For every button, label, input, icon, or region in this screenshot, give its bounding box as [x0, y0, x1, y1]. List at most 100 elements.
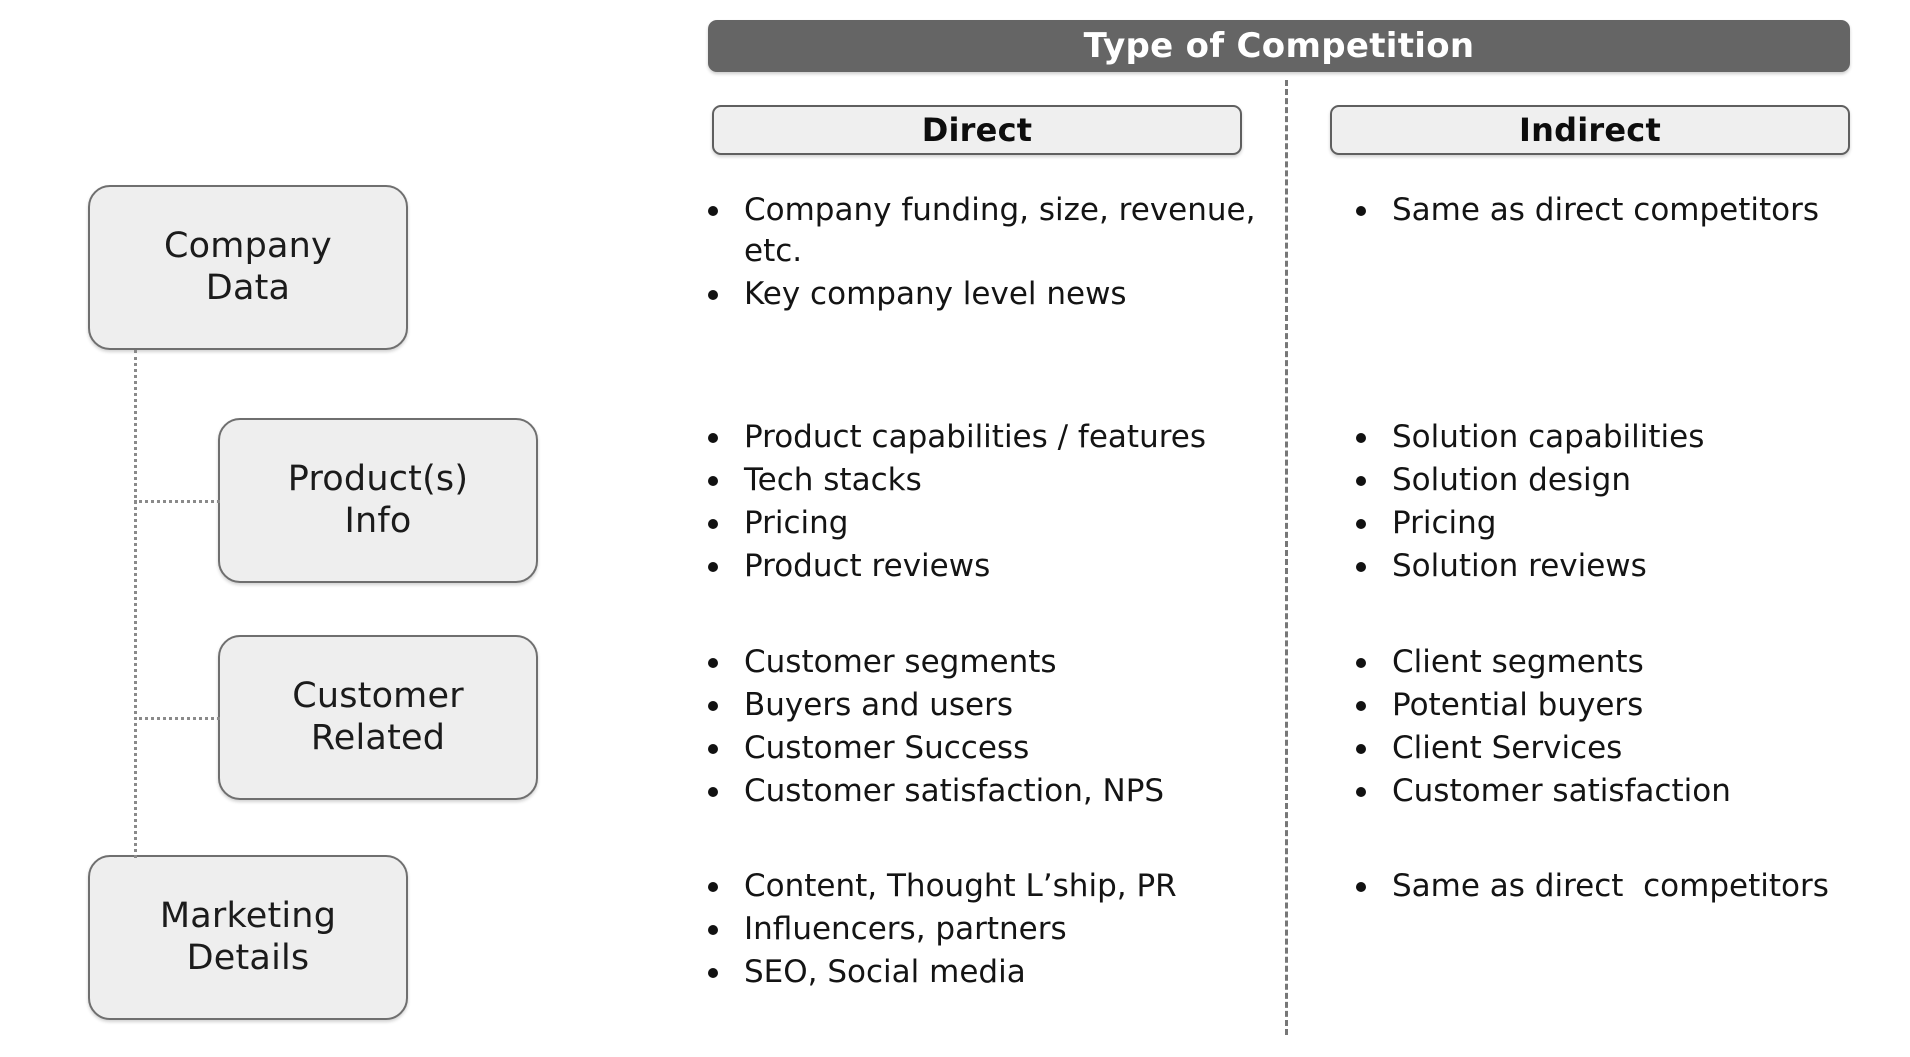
bullet-item: Same as direct competitors — [1348, 866, 1868, 907]
bullet-dot-icon — [1356, 206, 1366, 217]
column-header-direct-label: Direct — [921, 111, 1033, 149]
bullets-indirect-company-data: Same as direct competitors — [1348, 190, 1868, 233]
bullet-list: Content, Thought L’ship, PR Influencers, … — [700, 866, 1260, 993]
bullet-text: Solution reviews — [1392, 547, 1647, 584]
bullet-dot-icon — [708, 701, 718, 712]
panel-title-bar: Type of Competition — [708, 20, 1850, 72]
bullet-dot-icon — [708, 743, 718, 754]
bullet-item: Pricing — [1348, 503, 1868, 544]
bullet-text: Influencers, partners — [744, 910, 1067, 947]
column-header-indirect[interactable]: Indirect — [1330, 105, 1850, 155]
column-header-indirect-label: Indirect — [1519, 111, 1661, 149]
bullets-direct-marketing-details: Content, Thought L’ship, PR Influencers, … — [700, 866, 1260, 995]
connector-to-product-info — [134, 500, 220, 503]
bullet-item: Solution capabilities — [1348, 417, 1868, 458]
bullet-text: Content, Thought L’ship, PR — [744, 868, 1177, 904]
bullet-dot-icon — [708, 289, 718, 300]
category-box-customer-related[interactable]: Customer Related — [218, 635, 538, 800]
bullet-item: Influencers, partners — [700, 909, 1260, 950]
bullet-text: Company funding, size, revenue, etc. — [744, 192, 1266, 269]
bullet-dot-icon — [1356, 518, 1366, 529]
bullet-text: Customer satisfaction — [1392, 772, 1731, 809]
bullet-text: Customer satisfaction, NPS — [744, 772, 1165, 809]
bullet-text: Potential buyers — [1392, 686, 1644, 723]
bullet-item: Same as direct competitors — [1348, 190, 1868, 231]
bullet-text: Client Services — [1392, 729, 1623, 766]
bullet-item: Key company level news — [700, 274, 1260, 315]
bullet-dot-icon — [1356, 786, 1366, 797]
category-box-marketing-details[interactable]: Marketing Details — [88, 855, 408, 1020]
bullet-text: Solution capabilities — [1392, 419, 1705, 455]
bullet-dot-icon — [708, 882, 718, 893]
bullet-text: Customer Success — [744, 729, 1030, 766]
bullet-item: Potential buyers — [1348, 685, 1868, 726]
column-header-direct[interactable]: Direct — [712, 105, 1242, 155]
bullet-dot-icon — [1356, 882, 1366, 893]
category-label-company-data: Company Data — [164, 226, 332, 308]
category-label-customer-related: Customer Related — [292, 676, 464, 758]
bullet-item: Customer segments — [700, 642, 1260, 683]
bullet-dot-icon — [708, 925, 718, 936]
bullet-item: Solution design — [1348, 460, 1868, 501]
panel-title-text: Type of Competition — [1083, 26, 1475, 66]
bullet-text: Same as direct competitors — [1392, 192, 1820, 228]
connector-to-customer-related — [134, 717, 220, 720]
bullet-dot-icon — [708, 206, 718, 217]
bullet-text: Tech stacks — [744, 461, 922, 498]
bullet-item: Pricing — [700, 503, 1260, 544]
bullet-text: Solution design — [1392, 461, 1631, 498]
bullet-text: Same as direct competitors — [1392, 868, 1829, 904]
bullet-item: Client segments — [1348, 642, 1868, 683]
category-label-product-info: Product(s) Info — [287, 459, 469, 541]
bullet-text: Client segments — [1392, 644, 1644, 680]
bullet-item: Tech stacks — [700, 460, 1260, 501]
bullets-direct-company-data: Company funding, size, revenue, etc.Key … — [700, 190, 1260, 317]
bullet-list: Same as direct competitors — [1348, 866, 1868, 907]
bullet-dot-icon — [1356, 743, 1366, 754]
bullet-text: Pricing — [1392, 504, 1497, 541]
bullet-item: Customer Success — [700, 728, 1260, 769]
bullets-indirect-marketing-details: Same as direct competitors — [1348, 866, 1868, 909]
bullet-item: SEO, Social media — [700, 952, 1260, 993]
bullet-dot-icon — [1356, 433, 1366, 444]
bullet-text: Buyers and users — [744, 686, 1014, 723]
bullet-item: Company funding, size, revenue, etc. — [700, 190, 1260, 272]
category-box-product-info[interactable]: Product(s) Info — [218, 418, 538, 583]
bullet-dot-icon — [708, 433, 718, 444]
bullet-list: Same as direct competitors — [1348, 190, 1868, 231]
bullet-list: Company funding, size, revenue, etc.Key … — [700, 190, 1260, 315]
bullet-item: Product reviews — [700, 546, 1260, 587]
bullet-dot-icon — [708, 658, 718, 669]
bullet-item: Solution reviews — [1348, 546, 1868, 587]
bullet-dot-icon — [708, 786, 718, 797]
bullet-dot-icon — [1356, 658, 1366, 669]
connector-trunk-vertical — [134, 350, 137, 858]
bullet-text: SEO, Social media — [744, 953, 1026, 990]
bullet-text: Product capabilities / features — [744, 419, 1207, 455]
category-label-marketing-details: Marketing Details — [159, 896, 337, 978]
bullet-item: Customer satisfaction, NPS — [700, 771, 1260, 812]
bullet-dot-icon — [708, 561, 718, 572]
bullet-item: Buyers and users — [700, 685, 1260, 726]
bullet-dot-icon — [1356, 701, 1366, 712]
bullet-dot-icon — [1356, 476, 1366, 487]
bullet-item: Customer satisfaction — [1348, 771, 1868, 812]
bullet-text: Pricing — [744, 504, 849, 541]
bullet-text: Customer segments — [744, 644, 1057, 680]
bullet-dot-icon — [708, 967, 718, 978]
bullet-dot-icon — [708, 476, 718, 487]
category-box-company-data[interactable]: Company Data — [88, 185, 408, 350]
column-divider — [1285, 80, 1288, 1035]
bullet-item: Client Services — [1348, 728, 1868, 769]
bullet-text: Key company level news — [744, 275, 1127, 312]
bullet-text: Product reviews — [744, 547, 991, 584]
